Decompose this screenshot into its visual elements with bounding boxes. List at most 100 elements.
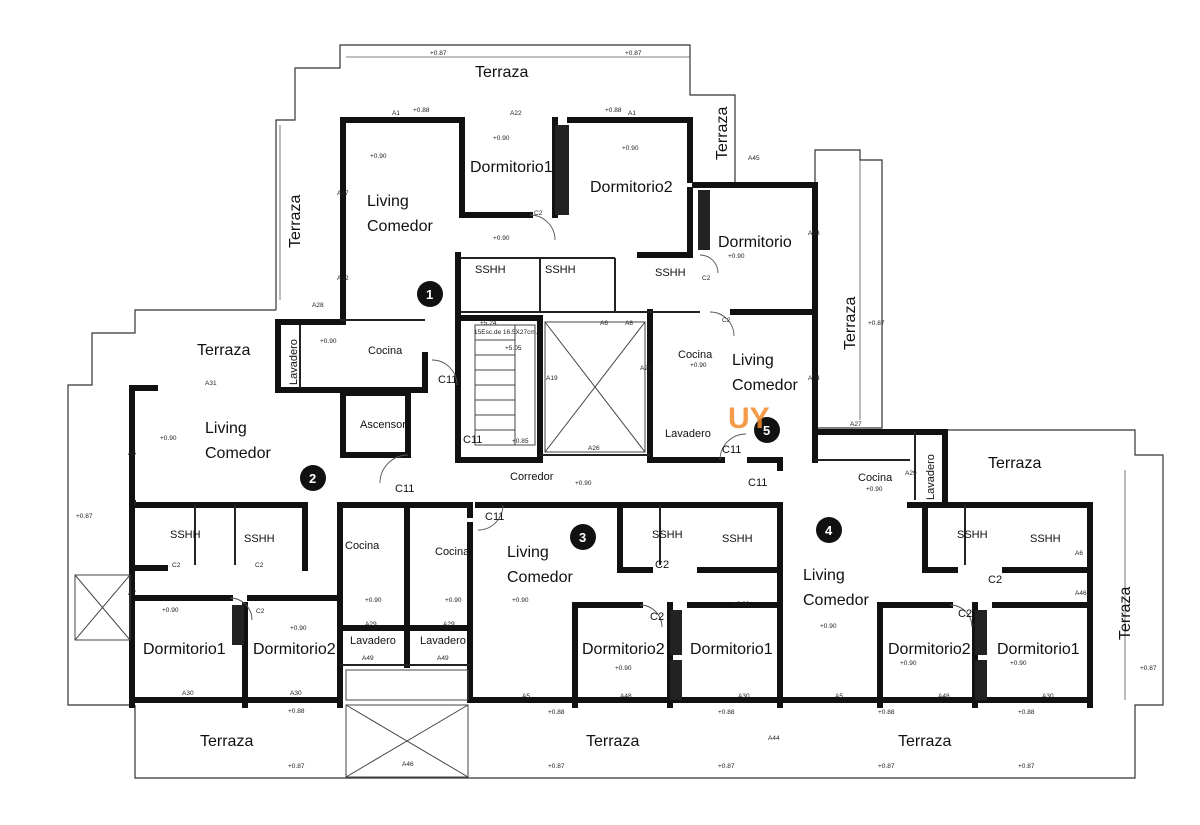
interior-lines — [134, 257, 966, 666]
door-tag: C2 — [655, 559, 669, 571]
terraza-right-vert2-label: Terraza — [842, 297, 859, 350]
axis-label: A30 — [738, 693, 750, 700]
living4-line1: Living — [803, 567, 845, 584]
lavadero-u2-label: Lavadero — [350, 635, 396, 647]
axis-label: A7 — [128, 590, 136, 597]
door-tag: C11 — [748, 477, 767, 489]
axis-label: A29 — [905, 470, 917, 477]
living5-line1: Living — [732, 352, 774, 369]
level-mark: +0.87 — [288, 763, 305, 770]
lavadero-u3-label: Lavadero — [420, 635, 466, 647]
unit-marker-4 — [816, 517, 842, 543]
ssh-u3b-label: SSHH — [722, 533, 753, 545]
level-mark: +0.90 — [162, 607, 179, 614]
axis-label: A31 — [205, 380, 217, 387]
axis-label: A8 — [625, 320, 633, 327]
axis-label: A5 — [522, 693, 530, 700]
unit-number-3: 3 — [579, 530, 586, 545]
cocina-u5-label: Cocina — [678, 349, 713, 361]
axis-label: A29 — [443, 621, 455, 628]
living1-line1: Living — [367, 193, 409, 210]
ssh-a-label: SSHH — [475, 264, 506, 276]
axis-label: A1 — [392, 110, 400, 117]
axis-label: A1 — [628, 110, 636, 117]
axis-label: A48 — [620, 693, 632, 700]
level-mark: +0.87 — [625, 50, 642, 57]
unit-marker-2 — [300, 465, 326, 491]
living2-line1: Living — [205, 420, 247, 437]
level-mark: +0.87 — [430, 50, 447, 57]
level-mark: +0.88 — [413, 107, 430, 114]
axis-label: A49 — [437, 655, 449, 662]
axis-label: A46 — [402, 761, 414, 768]
door-tag: C2 — [256, 608, 265, 615]
living1-line2: Comedor — [367, 218, 433, 235]
unit-markers: 1 2 3 4 5 — [300, 281, 842, 550]
dormitorio-u5-label: Dormitorio — [718, 234, 792, 251]
level-mark: +0.90 — [445, 597, 462, 604]
watermark-text: UY — [728, 402, 770, 435]
level-mark: +0.88 — [718, 709, 735, 716]
level-mark: +0.90 — [512, 597, 529, 604]
dormitorio1-u4-label: Dormitorio1 — [997, 641, 1080, 658]
level-mark: +0.87 — [1140, 665, 1157, 672]
level-mark: +0.88 — [878, 709, 895, 716]
cocina-u2-label: Cocina — [345, 540, 380, 552]
room-labels: Terraza Terraza Terraza Terraza Terraza … — [143, 64, 1134, 750]
ssh-u3a-label: SSHH — [652, 529, 683, 541]
ascensor-label: Ascensor — [360, 419, 406, 431]
axis-label: A5 — [128, 450, 136, 457]
axis-label: A32 — [337, 275, 349, 282]
level-mark: +0.90 — [493, 235, 510, 242]
terrace-outline — [67, 44, 1164, 779]
terraza-left-label: Terraza — [197, 342, 250, 359]
level-markers: +0.87 +0.87 +0.88 +0.88 +0.90 +0.90 +0.9… — [76, 50, 1157, 770]
unit-number-5: 5 — [763, 423, 770, 438]
axis-labels: A1 A22 A1 A28 A31 A5 A47 A32 A45 A23 A24… — [128, 110, 1087, 768]
lavadero-u4-label: Lavadero — [925, 454, 937, 500]
axis-label: A30 — [1042, 693, 1054, 700]
axis-label: A45 — [748, 155, 760, 162]
axis-label: A23 — [808, 230, 820, 237]
terraza-bottom-right-label: Terraza — [898, 733, 951, 750]
living5-line2: Comedor — [732, 377, 798, 394]
level-mark: +0.90 — [866, 486, 883, 493]
level-mark: +0.90 — [370, 153, 387, 160]
dormitorio1-u3-label: Dormitorio1 — [690, 641, 773, 658]
axis-label: A48 — [938, 693, 950, 700]
unit-marker-1 — [417, 281, 443, 307]
level-mark: +0.90 — [160, 435, 177, 442]
axis-label: A26 — [588, 445, 600, 452]
axis-label: A6 — [1075, 550, 1083, 557]
corredor-label: Corredor — [510, 471, 554, 483]
level-mark: +0.90 — [622, 145, 639, 152]
cocina-u3b-label: Cocina — [435, 546, 470, 558]
level-mark: +5.05 — [505, 345, 522, 352]
level-mark: +0.90 — [733, 601, 750, 608]
axis-label: A44 — [768, 735, 780, 742]
terraza-right-vert1-label: Terraza — [714, 107, 731, 160]
axis-label: A22 — [510, 110, 522, 117]
dormitorio1-u2-label: Dormitorio1 — [143, 641, 226, 658]
dormitorio1-u1-label: Dormitorio1 — [470, 159, 553, 176]
door-swings — [229, 214, 973, 628]
level-mark: +0.90 — [690, 362, 707, 369]
axis-label: A29 — [365, 621, 377, 628]
axis-label: A47 — [337, 190, 349, 197]
dormitorio2-u1-label: Dormitorio2 — [590, 179, 673, 196]
door-tags: C11 C11 C11 C11 C11 C11 C2 C2 C2 C2 C2 C… — [172, 210, 1002, 623]
living3-line2: Comedor — [507, 569, 573, 586]
door-tag: C2 — [988, 574, 1002, 586]
level-mark: +0.90 — [493, 135, 510, 142]
level-mark: +0.90 — [615, 665, 632, 672]
wardrobes — [232, 125, 987, 700]
door-tag: C2 — [650, 611, 664, 623]
cocina-u1-label: Cocina — [368, 345, 403, 357]
door-tag: C2 — [958, 608, 972, 620]
door-tag: C2 — [702, 275, 711, 282]
unit-number-1: 1 — [426, 287, 433, 302]
axis-label: A5 — [835, 693, 843, 700]
level-mark: +0.87 — [548, 763, 565, 770]
level-mark: +0.87 — [878, 763, 895, 770]
